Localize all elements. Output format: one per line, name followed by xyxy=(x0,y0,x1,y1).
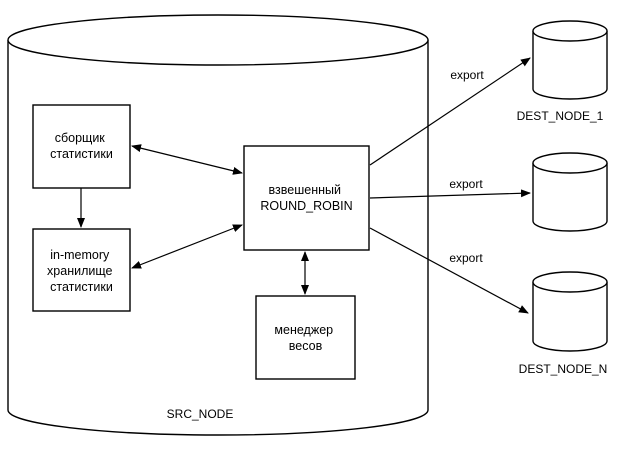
export-arrow-1 xyxy=(369,57,531,166)
dest-node-1-cylinder xyxy=(532,20,608,100)
weights-box xyxy=(255,295,356,380)
dest-node-2-cylinder xyxy=(532,152,608,232)
balancer-label-line-1: взвешенный xyxy=(269,183,341,197)
export-label-1: export xyxy=(450,68,484,82)
export-arrow-3 xyxy=(369,227,529,314)
balancer-box xyxy=(243,145,370,251)
collector-label-line-1: сборщик xyxy=(55,131,106,145)
export-label-2: export xyxy=(449,177,483,191)
src-node-label: SRC_NODE xyxy=(167,407,234,421)
weights-label: менеджер весов xyxy=(274,323,336,353)
export-arrow-2 xyxy=(369,189,531,199)
balancer-label: взвешенный ROUND_ROBIN xyxy=(260,183,352,213)
storage-label-line-2: хранилище xyxy=(47,264,112,278)
dest-node-1-label: DEST_NODE_1 xyxy=(517,109,604,123)
storage-label: in-memory хранилище статистики xyxy=(47,248,116,294)
storage-balancer-arrow xyxy=(131,224,243,269)
dest-node-n-cylinder xyxy=(532,271,608,352)
collector-balancer-arrow xyxy=(131,144,243,175)
collector-label: сборщик статистики xyxy=(50,131,113,161)
export-label-3: export xyxy=(449,251,483,265)
storage-box xyxy=(32,228,131,312)
balancer-label-line-2: ROUND_ROBIN xyxy=(260,199,352,213)
dest-node-n-label: DEST_NODE_N xyxy=(519,362,608,376)
collector-label-line-2: статистики xyxy=(50,147,113,161)
weights-label-line-2: весов xyxy=(289,339,323,353)
weights-label-line-1: менеджер xyxy=(274,323,333,337)
storage-label-line-1: in-memory xyxy=(50,248,110,262)
storage-label-line-3: статистики xyxy=(50,280,113,294)
collector-box xyxy=(32,104,131,189)
